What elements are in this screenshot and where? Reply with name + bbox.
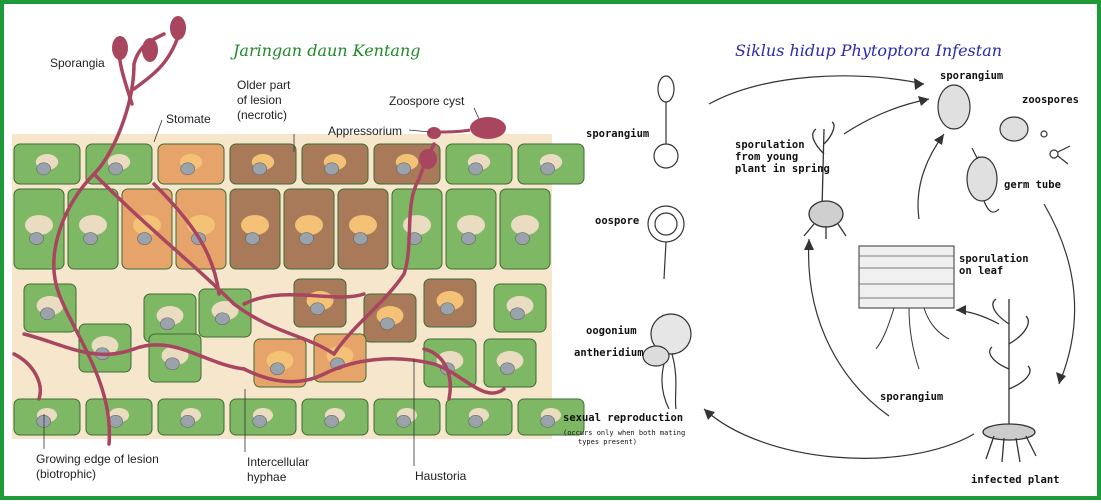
label-infected-plant: infected plant (971, 475, 1060, 486)
oospore-drawing (648, 206, 684, 279)
arrow-to-sporangium (709, 76, 924, 104)
label-sporulation-spring-2: from young (735, 152, 798, 163)
label-sporangium-bottom: sporangium (880, 392, 943, 403)
sporangium-left-drawing (654, 76, 678, 168)
arrow-to-sexual (704, 409, 974, 458)
arrow-leaf-to-sporangium (918, 134, 944, 219)
label-sporangium-top: sporangium (940, 71, 1003, 82)
arrow-germtube-to-plant (1044, 204, 1075, 384)
label-sexual-note-1: (occurs only when both mating (563, 429, 685, 437)
label-sporulation-spring-1: sporulation (735, 140, 805, 151)
infected-plant-drawing (983, 299, 1036, 462)
leaf-section-drawing (859, 246, 954, 369)
oogonium-drawing (643, 314, 691, 409)
label-sporulation-spring-3: plant in spring (735, 164, 830, 175)
label-sexual-note-2: types present) (578, 438, 637, 446)
label-zoospores: zoospores (1022, 95, 1079, 106)
label-sporangium-left: sporangium (586, 129, 649, 140)
label-antheridium: antheridium (574, 348, 644, 359)
label-sexual-reproduction: sexual reproduction (563, 413, 683, 424)
life-cycle-illustration (4, 4, 1101, 504)
arrow-spring-to-sporangium (844, 99, 929, 134)
label-oospore: oospore (595, 216, 639, 227)
label-sporulation-leaf-1: sporulation (959, 254, 1029, 265)
label-sporulation-leaf-2: on leaf (959, 266, 1003, 277)
label-oogonium: oogonium (586, 326, 637, 337)
right-title: Siklus hidup Phytoptora Infestan (735, 41, 1002, 60)
label-germ-tube: germ tube (1004, 180, 1061, 191)
young-plant-drawing (804, 122, 846, 239)
germ-tube-drawing (967, 157, 999, 212)
